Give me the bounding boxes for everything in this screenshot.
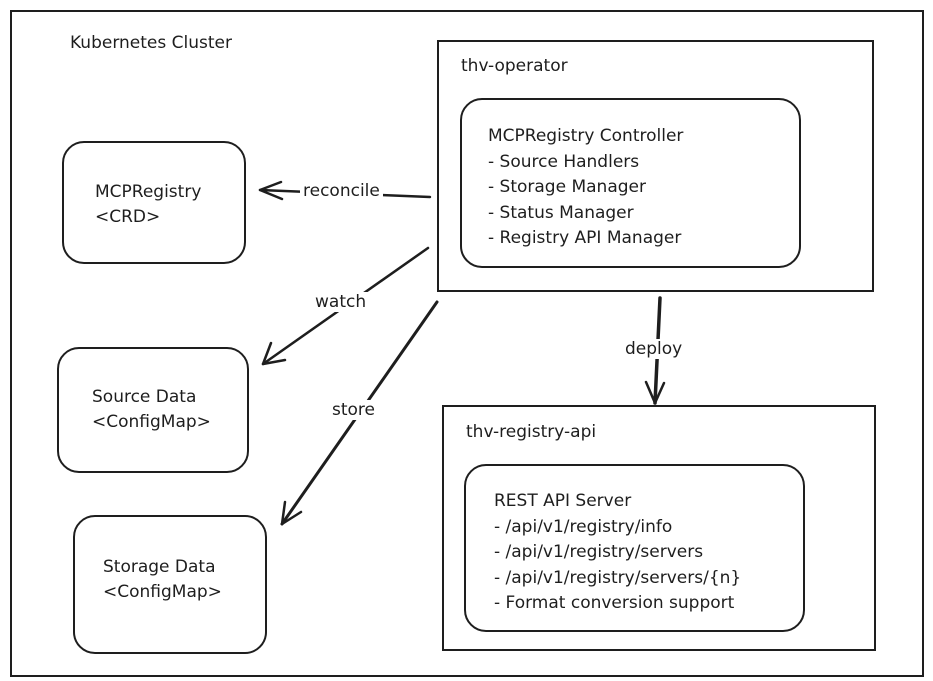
rest-api-server-box	[464, 464, 805, 632]
rest-api-server-title: REST API Server	[494, 491, 632, 511]
controller-item-registry-api-manager: - Registry API Manager	[488, 228, 682, 248]
thv-operator-frame	[437, 40, 874, 292]
mcpregistry-crd-kind: <CRD>	[95, 207, 161, 227]
thv-operator-title: thv-operator	[461, 56, 568, 76]
mcpregistry-controller-text: MCPRegistry Controller - Source Handlers…	[488, 124, 683, 252]
endpoint-servers: - /api/v1/registry/servers	[494, 542, 704, 562]
controller-item-storage-manager: - Storage Manager	[488, 177, 646, 197]
mcpregistry-controller-box	[460, 98, 801, 268]
store-arrowhead	[280, 500, 303, 526]
storage-data-kind: <ConfigMap>	[103, 582, 222, 602]
deploy-label: deploy	[622, 339, 686, 359]
thv-registry-api-title: thv-registry-api	[466, 422, 597, 442]
storage-data-node	[73, 515, 267, 654]
controller-item-status-manager: - Status Manager	[488, 202, 634, 223]
format-conversion-support: - Format conversion support	[494, 593, 735, 613]
watch-label: watch	[312, 292, 370, 312]
kubernetes-cluster-frame	[10, 10, 924, 677]
rest-api-server-text: REST API Server - /api/v1/registry/info …	[494, 489, 741, 617]
source-data-title: Source Data	[92, 387, 197, 407]
source-data-node	[57, 347, 249, 473]
controller-item-source-handlers: - Source Handlers	[488, 151, 640, 172]
mcpregistry-crd-title: MCPRegistry	[95, 182, 202, 202]
deploy-arrowhead	[644, 380, 666, 405]
watch-arrowhead	[261, 341, 287, 366]
reconcile-arrowhead	[258, 180, 284, 201]
endpoint-info: - /api/v1/registry/info	[494, 516, 673, 537]
source-data-kind: <ConfigMap>	[92, 412, 211, 432]
reconcile-label: reconcile	[300, 181, 383, 201]
mcpregistry-crd-node	[62, 141, 246, 264]
endpoint-servers-n: - /api/v1/registry/servers/{n}	[494, 567, 742, 588]
storage-data-title: Storage Data	[103, 557, 216, 577]
controller-title: MCPRegistry Controller	[488, 126, 684, 146]
thv-registry-api-frame	[442, 405, 876, 651]
cluster-title: Kubernetes Cluster	[70, 33, 232, 53]
store-label: store	[329, 400, 378, 420]
